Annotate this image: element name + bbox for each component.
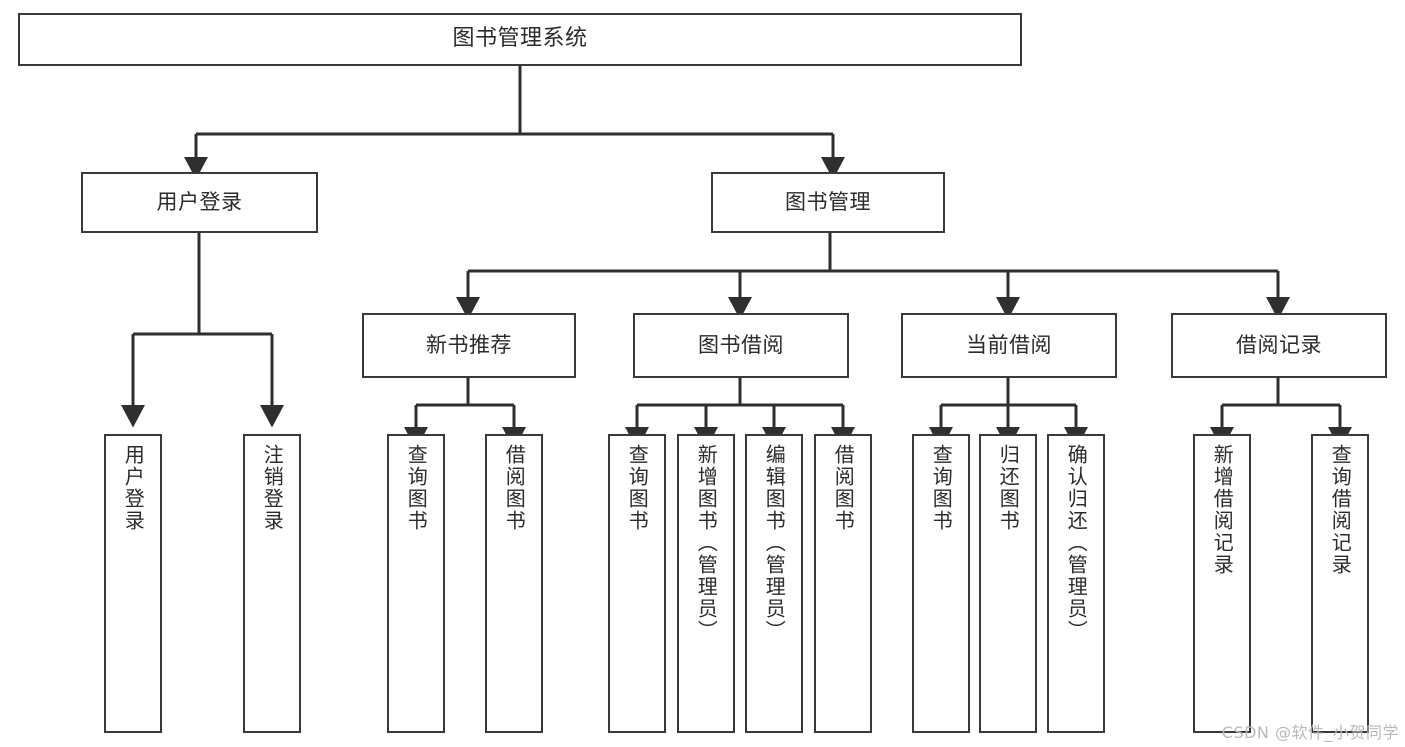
node-leaf-query-book-borrow[interactable]: 查询图书: [608, 434, 666, 733]
node-leaf-user-login[interactable]: 用户登录: [104, 434, 162, 733]
node-new-book-recommend-label: 新书推荐: [426, 332, 512, 357]
node-leaf-confirm-return-admin-label: 确认归还（管理员）: [1064, 444, 1089, 642]
node-leaf-query-book-borrow-label: 查询图书: [625, 444, 650, 532]
node-leaf-confirm-return-admin[interactable]: 确认归还（管理员）: [1047, 434, 1105, 733]
node-leaf-edit-book-admin[interactable]: 编辑图书（管理员）: [745, 434, 803, 733]
node-user-login-label: 用户登录: [156, 189, 243, 214]
node-root-label: 图书管理系统: [452, 26, 588, 52]
node-leaf-add-borrow-record[interactable]: 新增借阅记录: [1193, 434, 1251, 733]
node-leaf-borrow-book-rec[interactable]: 借阅图书: [485, 434, 543, 733]
node-current-borrow[interactable]: 当前借阅: [901, 313, 1117, 378]
node-borrow-record[interactable]: 借阅记录: [1171, 313, 1387, 378]
node-leaf-query-borrow-record[interactable]: 查询借阅记录: [1311, 434, 1369, 733]
node-new-book-recommend[interactable]: 新书推荐: [362, 313, 576, 378]
node-leaf-return-book-label: 归还图书: [996, 444, 1021, 532]
node-leaf-borrow-book-rec-label: 借阅图书: [502, 444, 527, 532]
node-leaf-query-borrow-record-label: 查询借阅记录: [1328, 444, 1353, 576]
node-current-borrow-label: 当前借阅: [966, 332, 1052, 357]
node-leaf-borrow-book-label: 借阅图书: [831, 444, 856, 532]
node-leaf-return-book[interactable]: 归还图书: [979, 434, 1037, 733]
node-leaf-logout-login[interactable]: 注销登录: [243, 434, 301, 733]
node-leaf-query-book-current-label: 查询图书: [929, 444, 954, 532]
node-leaf-borrow-book[interactable]: 借阅图书: [814, 434, 872, 733]
node-leaf-query-book-current[interactable]: 查询图书: [912, 434, 970, 733]
node-book-borrow[interactable]: 图书借阅: [633, 313, 849, 378]
node-root[interactable]: 图书管理系统: [18, 13, 1022, 66]
watermark-text: CSDN @软件_小贺同学: [1221, 723, 1399, 742]
node-leaf-add-book-admin-label: 新增图书（管理员）: [694, 444, 719, 642]
node-leaf-query-book-rec-label: 查询图书: [404, 444, 429, 532]
node-leaf-add-borrow-record-label: 新增借阅记录: [1210, 444, 1235, 576]
node-user-login[interactable]: 用户登录: [81, 172, 318, 233]
node-leaf-edit-book-admin-label: 编辑图书（管理员）: [762, 444, 787, 642]
node-borrow-record-label: 借阅记录: [1236, 332, 1322, 357]
node-book-borrow-label: 图书借阅: [698, 332, 784, 357]
node-leaf-logout-login-label: 注销登录: [260, 444, 285, 532]
node-leaf-user-login-label: 用户登录: [121, 444, 146, 532]
node-leaf-add-book-admin[interactable]: 新增图书（管理员）: [677, 434, 735, 733]
node-book-manage[interactable]: 图书管理: [711, 172, 945, 233]
node-book-manage-label: 图书管理: [785, 189, 871, 214]
node-leaf-query-book-rec[interactable]: 查询图书: [387, 434, 445, 733]
